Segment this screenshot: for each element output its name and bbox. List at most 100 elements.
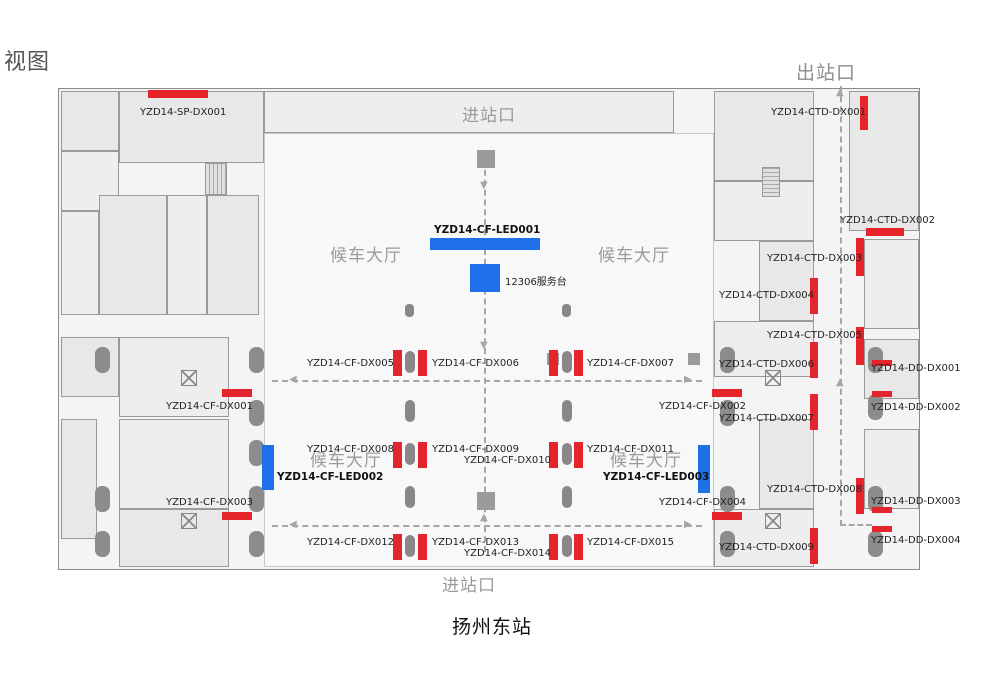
display-ctd-dx001	[860, 96, 868, 130]
label-ctd-dx008: YZD14-CTD-DX008	[767, 484, 863, 495]
waiting-hall-label-nw: 候车大厅	[330, 246, 402, 266]
arrow-right-icon: ▶	[684, 519, 692, 530]
display-cf-dx011	[574, 442, 583, 468]
pillar	[405, 351, 415, 373]
pillar	[562, 486, 572, 508]
room-right-top	[714, 91, 814, 181]
pillar	[720, 347, 735, 373]
display-dd-dx004	[872, 526, 892, 532]
led-cf-led001	[430, 238, 540, 250]
entrance-top-label: 进站口	[462, 106, 516, 126]
label-cf-led002: YZD14-CF-LED002	[277, 471, 384, 483]
pillar	[562, 400, 572, 422]
entry-gate	[477, 492, 495, 510]
pillar	[405, 443, 415, 465]
display-ctd-dx009	[810, 528, 818, 564]
pillar	[562, 351, 572, 373]
label-cf-dx010: YZD14-CF-DX010	[464, 455, 551, 466]
entry-gate	[477, 150, 495, 168]
display-cf-dx003	[222, 512, 252, 520]
room-left-top	[61, 91, 119, 151]
label-cf-dx006: YZD14-CF-DX006	[432, 358, 519, 369]
pillar	[405, 535, 415, 557]
room-left-e	[61, 211, 99, 315]
pillar	[95, 486, 110, 512]
pillar	[249, 440, 264, 466]
label-cf-dx009: YZD14-CF-DX009	[432, 444, 519, 455]
display-cf-dx007a	[549, 350, 558, 376]
flow-line-lower	[272, 525, 702, 527]
display-ctd-dx003	[856, 238, 864, 276]
display-dd-dx001	[872, 360, 892, 366]
arrow-up-icon: ▲	[836, 377, 844, 388]
display-cf-dx004	[712, 512, 742, 520]
display-cf-dx013	[418, 534, 427, 560]
led-cf-led003	[698, 445, 710, 493]
room-left-d	[207, 195, 259, 315]
room-far-right-b	[864, 239, 919, 329]
pillar	[95, 347, 110, 373]
display-ctd-dx004	[810, 278, 818, 314]
label-cf-dx001: YZD14-CF-DX001	[166, 401, 253, 412]
flow-line-center	[484, 150, 486, 552]
pillar	[249, 347, 264, 373]
header-fragment: 视图	[4, 50, 51, 75]
room-right-b	[759, 241, 814, 321]
elevator-icon	[765, 513, 781, 529]
arrow-down-icon: ▼	[480, 340, 488, 351]
station-title: 扬州东站	[452, 616, 533, 638]
label-cf-dx005: YZD14-CF-DX005	[307, 358, 394, 369]
display-cf-dx007	[574, 350, 583, 376]
stairs-icon	[205, 163, 227, 195]
display-sp-dx001	[148, 90, 208, 98]
label-ctd-dx006: YZD14-CTD-DX006	[719, 359, 815, 370]
display-ctd-dx002	[866, 228, 904, 236]
display-cf-dx001	[222, 389, 252, 397]
label-ctd-dx003: YZD14-CTD-DX003	[767, 253, 863, 264]
pillar	[249, 486, 264, 512]
label-cf-dx008: YZD14-CF-DX008	[307, 444, 394, 455]
display-cf-dx008	[393, 442, 402, 468]
label-ctd-dx009: YZD14-CTD-DX009	[719, 542, 815, 553]
arrow-left-icon: ◀	[289, 519, 297, 530]
label-cf-dx015: YZD14-CF-DX015	[587, 537, 674, 548]
pillar	[868, 486, 883, 512]
label-ctd-dx002: YZD14-CTD-DX002	[840, 215, 936, 226]
top-corridor	[264, 91, 674, 133]
display-cf-dx005	[393, 350, 402, 376]
room-left-c	[167, 195, 207, 315]
room-left-j	[119, 509, 229, 567]
led-cf-led002	[262, 445, 274, 490]
room-left-i	[119, 419, 229, 509]
label-cf-dx012: YZD14-CF-DX012	[307, 537, 394, 548]
pillar	[562, 443, 572, 465]
waiting-hall-label-sw: 候车大厅	[310, 451, 382, 471]
label-cf-dx007: YZD14-CF-DX007	[587, 358, 674, 369]
pillar	[249, 531, 264, 557]
pillar	[405, 400, 415, 422]
waiting-hall-label-se: 候车大厅	[610, 451, 682, 471]
pillar	[720, 486, 735, 512]
display-cf-dx014	[549, 534, 558, 560]
label-cf-dx014: YZD14-CF-DX014	[464, 548, 551, 559]
arrow-left-icon: ◀	[289, 374, 297, 385]
label-cf-led003: YZD14-CF-LED003	[603, 471, 710, 483]
room-left-f	[61, 337, 119, 397]
arrow-down-icon: ▼	[480, 180, 488, 191]
arrow-right-icon: ▶	[684, 374, 692, 385]
gate-block	[688, 353, 700, 365]
flow-line-exit	[840, 86, 842, 526]
label-ctd-dx007: YZD14-CTD-DX007	[719, 413, 815, 424]
arrow-up-icon: ▲	[836, 87, 844, 98]
room-left-h	[61, 419, 97, 539]
elevator-icon	[181, 370, 197, 386]
display-ctd-dx005	[856, 327, 864, 365]
display-ctd-dx007	[810, 394, 818, 430]
label-dd-dx001: YZD14-DD-DX001	[871, 363, 961, 374]
flow-line-exit-bottom	[840, 524, 872, 526]
label-cf-dx011: YZD14-CF-DX011	[587, 444, 674, 455]
stairs-icon	[762, 167, 780, 197]
pillar	[95, 531, 110, 557]
room-left-top-2	[119, 91, 264, 163]
display-dd-dx002	[872, 391, 892, 397]
